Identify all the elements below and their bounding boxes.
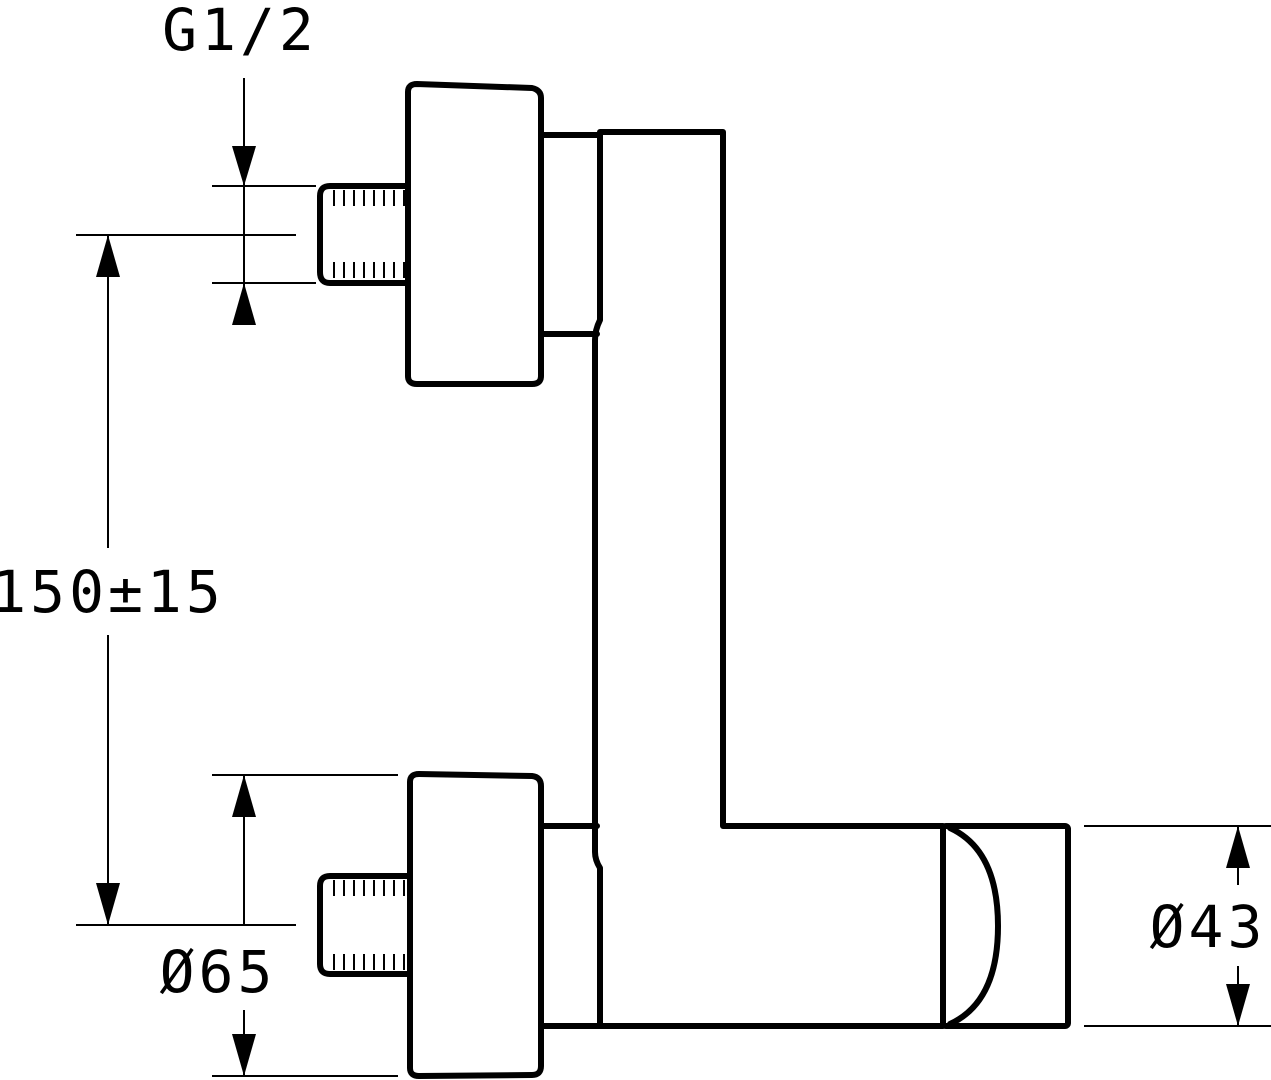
- outlet-cap: [940, 823, 1071, 1029]
- lower-connector: [538, 823, 603, 1029]
- thread-arrow-top: [232, 146, 256, 186]
- lower-thread-marks: [333, 880, 405, 970]
- outlet-curve: [947, 825, 1001, 1027]
- lower-threaded-stub: [317, 873, 411, 977]
- mixer-body: [592, 129, 946, 1029]
- upper-thread-marks: [333, 190, 405, 278]
- upper-threaded-stub: [317, 183, 411, 286]
- thread-size-dimension: G1/2: [162, 0, 318, 325]
- lower-inlet: [317, 771, 603, 1079]
- upper-inlet: [317, 81, 603, 387]
- rosette-diameter-dimension: Ø65: [160, 774, 398, 1077]
- outlet-diameter-label: Ø43: [1150, 893, 1267, 961]
- rosette-diameter-label: Ø65: [160, 938, 277, 1006]
- inlet-spacing-label: 150±15: [0, 558, 225, 626]
- thread-size-label: G1/2: [162, 0, 318, 64]
- inlet-spacing-dimension: 150±15: [0, 234, 296, 926]
- spacing-arrow-bottom: [96, 883, 120, 925]
- upper-connector: [538, 132, 603, 337]
- lower-rosette: [407, 771, 544, 1079]
- rosette-arrow-top: [232, 775, 256, 817]
- outlet-arrow-bottom: [1226, 984, 1250, 1026]
- rosette-arrow-bottom: [232, 1034, 256, 1076]
- outlet-arrow-top: [1226, 826, 1250, 868]
- thread-arrow-bottom: [232, 283, 256, 325]
- outlet-housing: [940, 823, 1071, 1029]
- spacing-arrow-top: [96, 235, 120, 277]
- outlet-diameter-dimension: Ø43: [1084, 825, 1271, 1027]
- upper-rosette: [405, 81, 544, 387]
